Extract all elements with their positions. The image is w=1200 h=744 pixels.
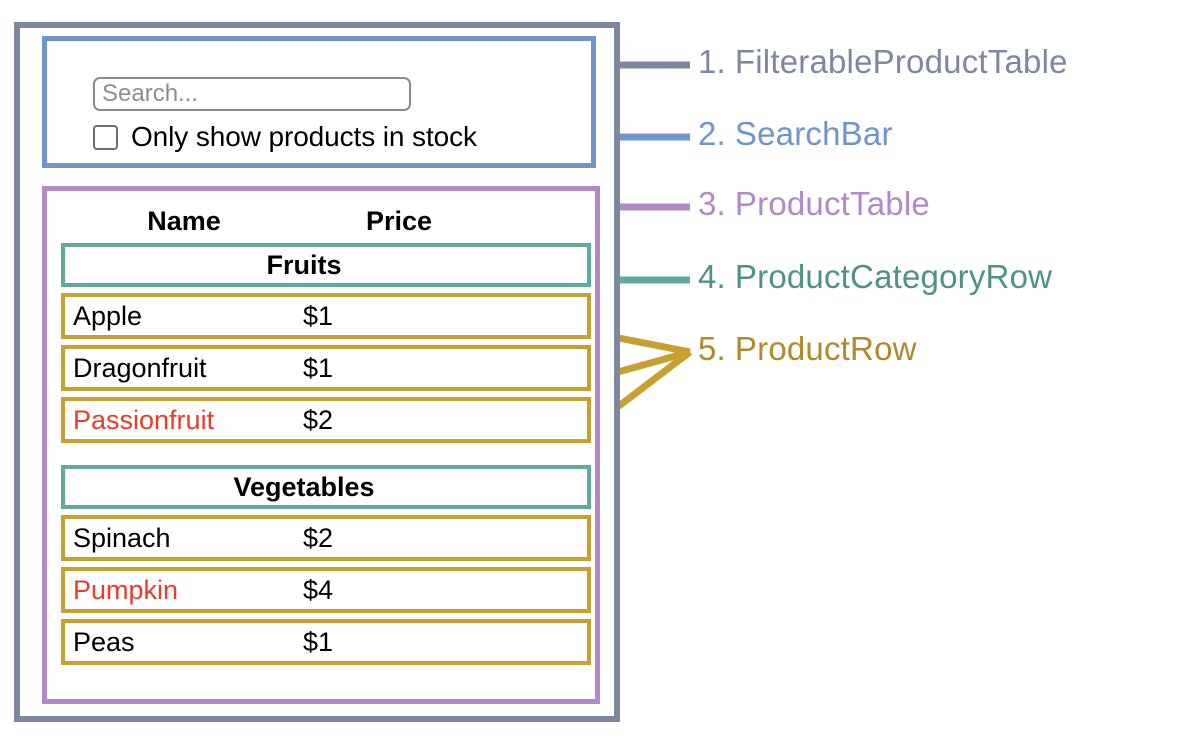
annotation-label: ProductTable [734, 185, 930, 222]
annotation-label: ProductRow [734, 330, 917, 367]
product-table: Name Price Fruits Apple $1 Dragonfruit $… [42, 186, 600, 704]
column-header-price: Price [365, 205, 433, 236]
product-name: Peas [73, 626, 135, 657]
annotation-label: SearchBar [734, 115, 893, 152]
in-stock-filter[interactable]: Only show products in stock [93, 121, 477, 153]
annotation-number: 1. [698, 43, 726, 80]
product-price: $1 [303, 300, 334, 331]
annotation-filterable-product-table: 1.FilterableProductTable [698, 43, 1068, 81]
product-row: Apple $1 [61, 293, 591, 339]
product-name: Pumpkin [73, 574, 179, 605]
annotation-number: 5. [698, 330, 726, 367]
annotation-product-row: 5.ProductRow [698, 330, 917, 368]
checkbox-icon[interactable] [93, 124, 118, 150]
product-row: Peas $1 [61, 619, 591, 665]
column-header-name: Name [147, 205, 221, 236]
annotation-search-bar: 2.SearchBar [698, 115, 893, 153]
product-table-header-row: Name Price [61, 199, 591, 243]
in-stock-filter-label: Only show products in stock [131, 121, 477, 152]
annotation-label: FilterableProductTable [734, 43, 1068, 80]
product-table-inner: Name Price Fruits Apple $1 Dragonfruit $… [61, 199, 591, 671]
product-price: $2 [303, 404, 334, 435]
annotation-number: 4. [698, 258, 726, 295]
product-price: $1 [303, 626, 334, 657]
product-price: $4 [303, 574, 334, 605]
product-price: $2 [303, 522, 334, 553]
product-row: Pumpkin $4 [61, 567, 591, 613]
product-name: Spinach [73, 522, 171, 553]
product-name: Passionfruit [73, 404, 215, 435]
search-input[interactable] [93, 77, 411, 111]
search-bar: Only show products in stock [42, 36, 596, 168]
annotation-number: 3. [698, 185, 726, 222]
product-name: Dragonfruit [73, 352, 207, 383]
group-separator [61, 449, 591, 465]
product-price: $1 [303, 352, 334, 383]
product-category-row: Vegetables [61, 465, 591, 509]
product-category-row: Fruits [61, 243, 591, 287]
product-row: Spinach $2 [61, 515, 591, 561]
annotation-number: 2. [698, 115, 726, 152]
product-category-label: Vegetables [233, 471, 375, 502]
product-name: Apple [73, 300, 143, 331]
annotation-label: ProductCategoryRow [734, 258, 1053, 295]
annotation-product-table: 3.ProductTable [698, 185, 930, 223]
annotation-product-category-row: 4.ProductCategoryRow [698, 258, 1052, 296]
product-category-label: Fruits [266, 249, 342, 280]
product-row: Passionfruit $2 [61, 397, 591, 443]
product-row: Dragonfruit $1 [61, 345, 591, 391]
